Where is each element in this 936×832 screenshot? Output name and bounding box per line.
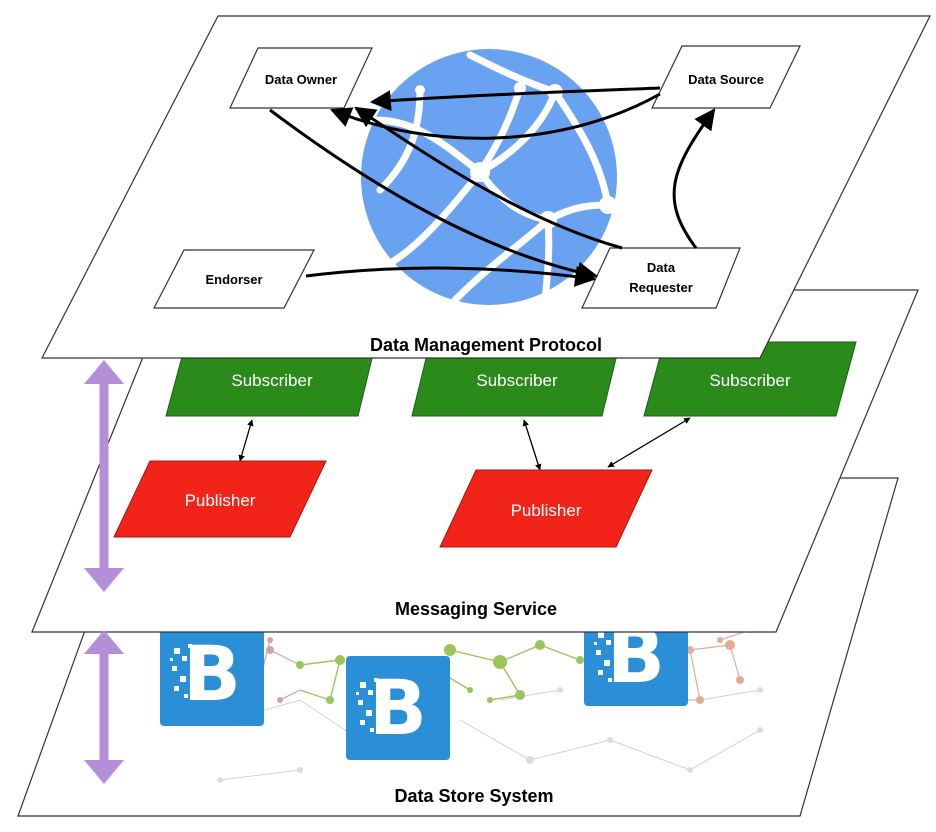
- pubsub-link-1: [238, 419, 254, 462]
- protocol-flows: [269, 86, 716, 287]
- subscriber-box-3: Subscriber: [643, 341, 857, 417]
- endorser-node: Endorser: [153, 249, 315, 309]
- network-globe-icon: [361, 49, 617, 305]
- subscriber-box-2-label: Subscriber: [476, 371, 558, 390]
- publisher-box-1-label: Publisher: [185, 491, 256, 510]
- data-requester-label-line1: Data: [647, 260, 676, 275]
- publisher-box-1: Publisher: [113, 460, 327, 538]
- svg-text:B: B: [369, 663, 427, 752]
- publisher-box-2-label: Publisher: [511, 501, 582, 520]
- pubsub-link-3: [607, 417, 691, 468]
- bitcoin-blockchain-icon: B: [346, 656, 450, 760]
- data-owner-label: Data Owner: [265, 72, 337, 87]
- layer-link-arrow-upper: [84, 360, 124, 592]
- publisher-box-2: Publisher: [439, 469, 653, 548]
- endorser-label: Endorser: [205, 272, 262, 287]
- flow-requester-to-owner: [354, 106, 623, 250]
- flow-source-to-owner-a: [369, 86, 661, 112]
- subscriber-box-2: Subscriber: [411, 341, 621, 417]
- pubsub-link-2: [522, 419, 542, 471]
- pubsub-links: [238, 417, 691, 471]
- subscriber-box-1: Subscriber: [165, 341, 377, 417]
- bitcoin-blockchain-icon: B: [160, 622, 264, 726]
- subscriber-box-3-label: Subscriber: [709, 371, 791, 390]
- data-source-node: Data Source: [651, 45, 801, 109]
- flow-requester-to-source: [672, 108, 716, 249]
- svg-text:B: B: [183, 629, 241, 718]
- data-source-label: Data Source: [688, 72, 764, 87]
- flow-endorser-to-requester: [305, 266, 597, 287]
- subscriber-box-1-label: Subscriber: [231, 371, 313, 390]
- flow-owner-to-requester: [269, 108, 599, 283]
- messaging-layer-title: Messaging Service: [395, 599, 557, 619]
- data-requester-label-line2: Requester: [629, 280, 693, 295]
- data-requester-node: Data Requester: [581, 247, 741, 309]
- data-store-layer-title: Data Store System: [394, 786, 553, 806]
- layer-link-arrow-lower: [84, 630, 124, 784]
- protocol-layer-title: Data Management Protocol: [370, 335, 602, 355]
